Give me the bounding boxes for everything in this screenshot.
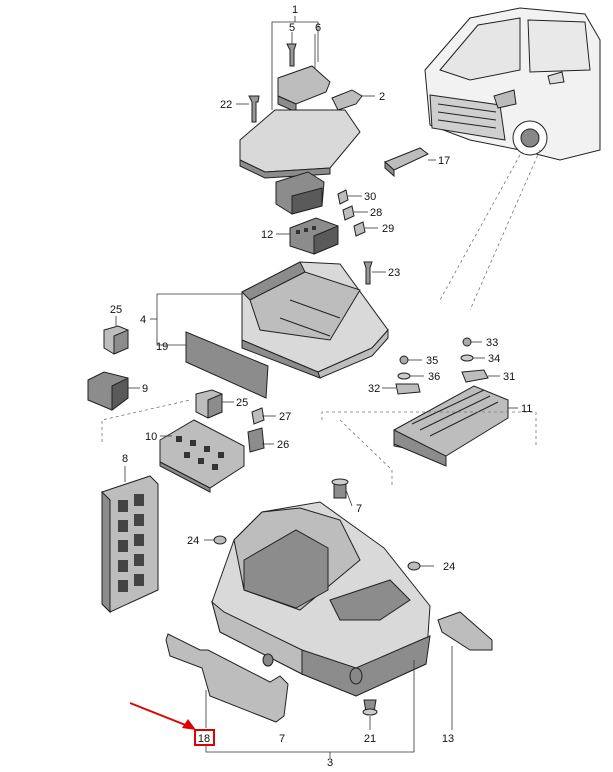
highlight-box (194, 729, 215, 746)
highlight-arrow (129, 702, 189, 727)
callout-labels: 1 5 6 2 22 17 30 28 29 12 23 4 19 25 9 2… (110, 4, 533, 769)
callout-10: 10 (145, 431, 157, 443)
callout-3: 3 (327, 757, 333, 769)
panel-part-19 (185, 331, 269, 399)
vehicle-leader-1 (439, 154, 521, 301)
callout-30: 30 (364, 191, 376, 203)
relay-plate-part-10 (159, 419, 245, 493)
callout-25a: 25 (110, 304, 122, 316)
dash-guide-mid (339, 419, 393, 486)
callout-8: 8 (122, 453, 128, 465)
screw-part-23 (363, 261, 373, 285)
connector-part-2 (331, 89, 363, 111)
highlight-annotation (129, 702, 215, 746)
relay-carrier-part-12 (289, 217, 339, 255)
callout-22: 22 (220, 99, 232, 111)
relay-part-25-lower (195, 389, 223, 419)
fuse-part-28 (342, 205, 355, 221)
callout-4: 4 (140, 314, 146, 326)
module-part-6 (277, 65, 331, 113)
fuse-part-27 (251, 407, 265, 425)
callout-29: 29 (382, 223, 394, 235)
callout-24-left: 24 (187, 535, 199, 547)
callout-1: 1 (292, 4, 298, 16)
callout-18: 18 (198, 733, 210, 745)
callout-21: 21 (364, 733, 376, 745)
clip-part-26 (247, 427, 265, 453)
callout-32: 32 (368, 383, 380, 395)
relay-part-25-upper (103, 325, 129, 355)
callout-23: 23 (388, 267, 400, 279)
callout-35: 35 (426, 355, 438, 367)
gasket-part-18 (165, 633, 289, 723)
callout-27: 27 (279, 411, 291, 423)
callout-7-lower: 7 (279, 733, 285, 745)
plug-part-24-right (407, 561, 421, 571)
callout-33: 33 (486, 337, 498, 349)
fuse-carrier-part-11 (393, 385, 509, 467)
nut-part-35 (399, 355, 409, 365)
fuse-part-29 (353, 221, 366, 237)
callout-19: 19 (156, 341, 168, 353)
relay-holder-part-9 (87, 371, 129, 411)
leader-lines (115, 32, 518, 758)
terminal-part-32 (395, 383, 421, 395)
callout-2: 2 (379, 91, 385, 103)
callout-31: 31 (503, 371, 515, 383)
vehicle-leader-2 (469, 149, 541, 311)
callout-9: 9 (142, 383, 148, 395)
callout-11: 11 (521, 403, 532, 415)
fuse-strip-part-8 (101, 475, 159, 614)
terminal-part-31 (461, 369, 489, 383)
lower-housing-part-7 (211, 501, 431, 697)
bolt-part-22 (248, 95, 260, 123)
relay-bar-part-17 (384, 147, 429, 178)
group-1-bracket (271, 16, 319, 110)
fuse-part-30 (337, 189, 349, 205)
callout-13: 13 (442, 733, 454, 745)
callout-7-upper: 7 (356, 503, 362, 515)
dash-guide-10 (101, 399, 191, 442)
callout-34: 34 (488, 353, 500, 365)
vehicle-illustration (424, 7, 601, 161)
dash-guide-right (321, 411, 537, 446)
callout-36: 36 (428, 371, 440, 383)
callout-17: 17 (438, 155, 450, 167)
callout-28: 28 (370, 207, 382, 219)
callout-5: 5 (289, 22, 295, 34)
bracket-part-13 (437, 611, 493, 651)
callout-12: 12 (261, 229, 273, 241)
group-4-bracket (150, 293, 242, 346)
grommet-part-7 (331, 478, 349, 499)
callout-6: 6 (315, 22, 321, 34)
washer-part-36 (397, 372, 411, 380)
highlight-arrow-head (182, 719, 196, 730)
washer-part-34 (460, 354, 474, 362)
plug-part-24-left (213, 535, 227, 545)
callout-26: 26 (277, 439, 289, 451)
cover-lid-part-1 (239, 109, 361, 179)
upper-housing-part-4 (241, 261, 389, 379)
callout-25b: 25 (236, 397, 248, 409)
callout-24-right: 24 (443, 561, 455, 573)
small-housing (275, 171, 325, 215)
rivet-part-21 (362, 699, 378, 716)
screw-part-5 (286, 43, 297, 67)
nut-part-33 (462, 337, 472, 347)
